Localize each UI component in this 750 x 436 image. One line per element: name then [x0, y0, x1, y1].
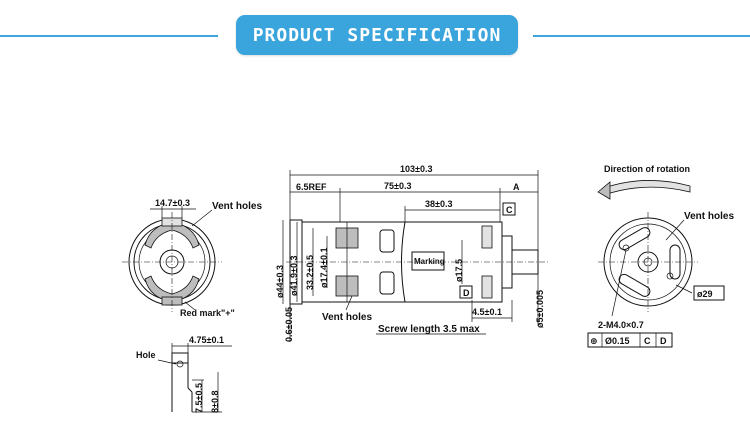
overall-length: 103±0.3 — [400, 164, 432, 174]
dia-17-4: ø17.4±0.1 — [319, 248, 329, 288]
datum-d: D — [463, 288, 470, 298]
rotation-arrow-body — [603, 180, 691, 196]
rear-view: Direction of rotation Vent holes ø29 2-M… — [587, 164, 734, 348]
terminal-h2: 8±0.8 — [210, 391, 220, 413]
terminal-hole-label: Hole — [136, 350, 156, 360]
front-width-dim: 14.7±0.3 — [155, 198, 190, 208]
side-view: 103±0.3 6.5REF 75±0.3 A 38±0.3 C Marking — [275, 164, 548, 342]
dia-29-box — [693, 285, 725, 301]
side-bearing-upper — [481, 225, 493, 249]
thread-spec: 2-M4.0×0.7 — [598, 320, 644, 330]
rotation-label: Direction of rotation — [604, 164, 690, 174]
datum-c-box — [502, 202, 516, 216]
marking-label: Marking — [414, 257, 445, 266]
dia-44: ø44±0.3 — [275, 265, 285, 298]
front-red-mark: Red mark"+" — [180, 308, 235, 318]
runout: 0.6±0.05 — [284, 307, 294, 342]
terminal-view: 4.75±0.1 Hole 7.5±0.5 8±0.8 — [136, 335, 232, 413]
dia-17-5: ø17.5 — [454, 259, 464, 282]
datum-d-box — [459, 285, 473, 299]
tolerance-frame — [587, 332, 673, 348]
side-vent-lower — [379, 271, 395, 295]
title-pill: PRODUCT SPECIFICATION — [236, 15, 518, 55]
tolerance-symbol: ⊕ — [590, 336, 598, 346]
side-bearing-lower — [481, 275, 493, 299]
side-vent-label: Vent holes — [322, 312, 372, 323]
front-vent-label: Vent holes — [212, 201, 262, 212]
tolerance-c: C — [644, 336, 651, 346]
dim-4-5: 4.5±0.1 — [472, 307, 502, 317]
side-vent-upper — [379, 229, 395, 253]
terminal-width: 4.75±0.1 — [189, 335, 224, 345]
dia-41: ø41.9±0.3 — [289, 256, 299, 296]
terminal-hole — [176, 360, 184, 368]
marking-box — [411, 251, 445, 271]
tolerance-d: D — [660, 336, 667, 346]
front-view: 14.7±0.3 Vent holes Red mark"+" — [122, 198, 262, 318]
tolerance-value: Ø0.15 — [605, 336, 630, 346]
terminal-tab — [171, 352, 189, 364]
datum-c: C — [506, 205, 513, 215]
dia-29: ø29 — [697, 289, 713, 299]
header-banner: PRODUCT SPECIFICATION — [0, 0, 750, 70]
rear-screw-hole-2 — [666, 272, 674, 280]
length-75: 75±0.3 — [384, 181, 411, 191]
shaft-dia: ø5±0.005 — [535, 290, 545, 328]
header-rule-right — [533, 35, 750, 37]
rear-vent-3 — [618, 273, 651, 297]
page-title: PRODUCT SPECIFICATION — [252, 24, 502, 46]
length-38: 38±0.3 — [425, 199, 452, 209]
rotation-arrow-icon — [597, 181, 611, 200]
ref-dim: 6.5REF — [296, 182, 327, 192]
dim-33: 33.2±0.5 — [305, 255, 315, 290]
rear-vent-1 — [618, 227, 651, 251]
header-rule-left — [0, 35, 218, 37]
rear-vent-label: Vent holes — [684, 211, 734, 222]
screw-length: Screw length 3.5 max — [378, 324, 480, 335]
datum-a: A — [513, 182, 520, 192]
terminal-h1: 7.5±0.5 — [194, 383, 204, 413]
